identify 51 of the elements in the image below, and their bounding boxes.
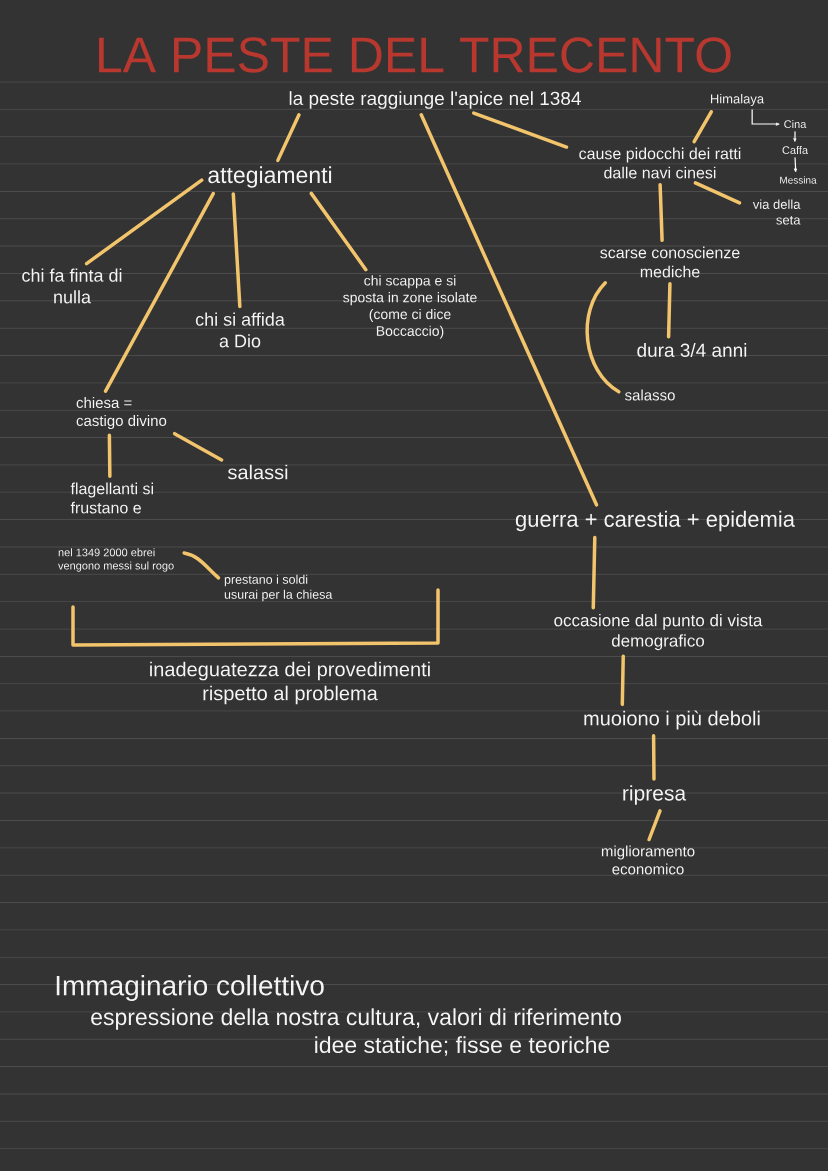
concept-text: la peste raggiunge l'apice nel 1384 bbox=[289, 91, 581, 109]
connector-line bbox=[658, 182, 664, 243]
concept-text: chiesa = castigo divino bbox=[76, 397, 167, 429]
connector-line bbox=[419, 113, 599, 507]
concept-text: flagellanti si frustano e bbox=[70, 482, 153, 514]
connector-line bbox=[591, 535, 597, 610]
connector-line bbox=[172, 431, 224, 462]
connector-line bbox=[107, 433, 112, 479]
arrow bbox=[794, 157, 798, 172]
arrow bbox=[793, 131, 797, 142]
concept-text: muoiono i più deboli bbox=[584, 710, 760, 730]
connector-line bbox=[692, 110, 714, 144]
concept-text: occasione dal punto di vista demografico bbox=[554, 613, 763, 651]
place-name: Caffa bbox=[782, 146, 809, 155]
connector-line bbox=[472, 111, 569, 149]
title: LA PESTE DEL TRECENTO bbox=[99, 37, 731, 73]
concept-text: nel 1349 2000 ebrei vengono messi sul rogo bbox=[58, 548, 174, 572]
connector-line bbox=[693, 181, 742, 205]
concept-text: chi scappa e si sposta in zone isolate (come ci dice Boccaccio) bbox=[343, 275, 477, 339]
place-name: Himalaya bbox=[711, 93, 765, 107]
concept-text: scarse conoscienze mediche bbox=[600, 246, 740, 278]
connector-line bbox=[651, 733, 656, 781]
connector-line bbox=[647, 809, 662, 842]
body-text: idee statiche; fisse e teoriche bbox=[315, 1036, 610, 1056]
place-name: Cina bbox=[784, 119, 807, 129]
connector-line bbox=[276, 113, 301, 163]
concept-text: prestano i soldi usurai per la chiesa bbox=[224, 574, 333, 602]
concept-text: attegiamenti bbox=[208, 166, 332, 188]
connector-line bbox=[585, 281, 621, 394]
arrow bbox=[751, 109, 780, 126]
connector-line bbox=[84, 178, 204, 266]
concept-text: salasso bbox=[625, 389, 675, 401]
connector-line bbox=[103, 191, 215, 393]
concept-text: chi si affida a Dio bbox=[195, 312, 285, 348]
concept-text: via della seta bbox=[752, 199, 801, 225]
connector-line bbox=[309, 191, 368, 272]
annotation-text: inadeguatezza dei provedimenti rispetto al problema bbox=[150, 661, 430, 705]
concept-text: dura 3/4 anni bbox=[637, 343, 747, 357]
connector-line bbox=[231, 192, 242, 309]
concept-text: salassi bbox=[228, 464, 288, 480]
concept-text: miglioramento economico bbox=[601, 845, 695, 875]
connector-line bbox=[182, 551, 221, 580]
concept-text: cause pidocchi dei ratti dalle navi cinesi bbox=[579, 147, 741, 179]
section-heading: Immaginario collettivo bbox=[56, 974, 324, 1002]
connector-line bbox=[666, 281, 672, 339]
concept-text: ripresa bbox=[623, 785, 687, 805]
concept-text: guerra + carestia + epidemia bbox=[515, 510, 795, 532]
connector-line bbox=[620, 654, 625, 707]
place-name: Messina bbox=[780, 176, 817, 184]
concept-text: chi fa finta di nulla bbox=[22, 268, 122, 304]
body-text: espressione della nostra cultura, valori di riferimento bbox=[91, 1008, 621, 1030]
